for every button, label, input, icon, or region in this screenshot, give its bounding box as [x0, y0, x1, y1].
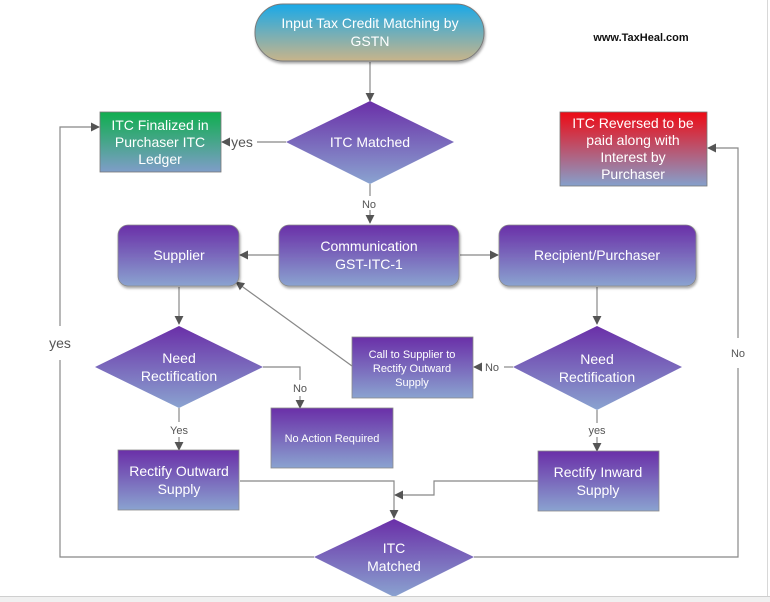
supplier-node[interactable]: Supplier	[117, 224, 240, 287]
itc-reversed-line-1: ITC Reversed to be	[572, 115, 694, 131]
connector-outward-to-match	[240, 480, 399, 519]
rectify-inward-node[interactable]: Rectify Inward Supply	[537, 450, 660, 512]
edge-label-recipient-no: No	[485, 362, 499, 374]
call-supplier-line-3: Supply	[395, 377, 429, 389]
edge-label-recipient-yes: yes	[588, 425, 606, 437]
decision-itc-matched-top[interactable]: ITC Matched	[286, 101, 454, 184]
communication-line-1: Communication	[320, 238, 417, 254]
edge-label-loop-no: No	[731, 348, 745, 360]
itc-finalized-node[interactable]: ITC Finalized in Purchaser ITC Ledger	[99, 111, 222, 173]
itc-reversed-node[interactable]: ITC Reversed to be paid along with Inter…	[559, 111, 708, 187]
itc-finalized-line-2: Purchaser ITC	[115, 134, 205, 150]
bottom-scroll-area	[0, 596, 770, 602]
communication-line-2: GST-ITC-1	[335, 256, 403, 272]
call-supplier-node[interactable]: Call to Supplier to Rectify Outward Supp…	[351, 336, 474, 399]
itc-reversed-line-4: Purchaser	[601, 166, 665, 182]
itc-finalized-line-3: Ledger	[138, 151, 182, 167]
connector-loop-yes-b	[59, 122, 100, 326]
connector-loop-no-b	[707, 143, 739, 338]
itc-reversed-line-2: paid along with	[586, 132, 679, 148]
connector-loop-yes	[59, 360, 314, 558]
rectify-outward-line-2: Supply	[158, 481, 201, 497]
supplier-label: Supplier	[153, 247, 205, 263]
start-node-line-2: GSTN	[351, 33, 390, 49]
need-rect-supplier-line-1: Need	[162, 350, 195, 366]
edge-label-top-no: No	[362, 199, 376, 211]
page-edge	[767, 0, 768, 596]
website-label[interactable]: www.TaxHeal.com	[592, 32, 689, 44]
start-node-line-1: Input Tax Credit Matching by	[281, 15, 458, 31]
decision-itc-matched-bottom[interactable]: ITC Matched	[314, 519, 474, 597]
rectify-inward-line-1: Rectify Inward	[554, 464, 643, 480]
connector-need-supplier-no	[263, 366, 301, 380]
recipient-label: Recipient/Purchaser	[534, 247, 660, 263]
decision-itc-matched-bottom-line-1: ITC	[383, 540, 406, 556]
start-node[interactable]: Input Tax Credit Matching by GSTN	[254, 3, 485, 62]
need-rect-supplier-line-2: Rectification	[141, 368, 217, 384]
decision-need-rectification-recipient[interactable]: Need Rectification	[513, 326, 682, 410]
decision-need-rectification-supplier[interactable]: Need Rectification	[95, 326, 263, 408]
need-rect-recipient-line-1: Need	[580, 351, 613, 367]
rectify-outward-node[interactable]: Rectify Outward Supply	[117, 449, 240, 511]
edge-label-supplier-yes: Yes	[170, 425, 188, 437]
edge-label-loop-yes: yes	[49, 335, 71, 351]
connector-inward-to-match	[394, 480, 538, 500]
rectify-outward-line-1: Rectify Outward	[129, 463, 229, 479]
call-supplier-line-2: Rectify Outward	[373, 363, 451, 375]
no-action-label: No Action Required	[285, 433, 380, 445]
communication-node[interactable]: Communication GST-ITC-1	[278, 224, 460, 287]
edge-label-supplier-no: No	[293, 383, 307, 395]
call-supplier-line-1: Call to Supplier to	[369, 349, 456, 361]
connector-loop-no	[474, 368, 739, 558]
recipient-node[interactable]: Recipient/Purchaser	[498, 224, 697, 287]
itc-finalized-line-1: ITC Finalized in	[111, 117, 208, 133]
decision-itc-matched-bottom-line-2: Matched	[367, 558, 421, 574]
connectors	[59, 62, 739, 558]
connector-call-to-supplier	[235, 281, 353, 367]
no-action-node[interactable]: No Action Required	[270, 407, 394, 469]
edge-label-top-yes: yes	[231, 134, 253, 150]
rectify-inward-line-2: Supply	[577, 482, 620, 498]
need-rect-recipient-line-2: Rectification	[559, 369, 635, 385]
itc-reversed-line-3: Interest by	[600, 149, 665, 165]
decision-itc-matched-top-label: ITC Matched	[330, 134, 410, 150]
